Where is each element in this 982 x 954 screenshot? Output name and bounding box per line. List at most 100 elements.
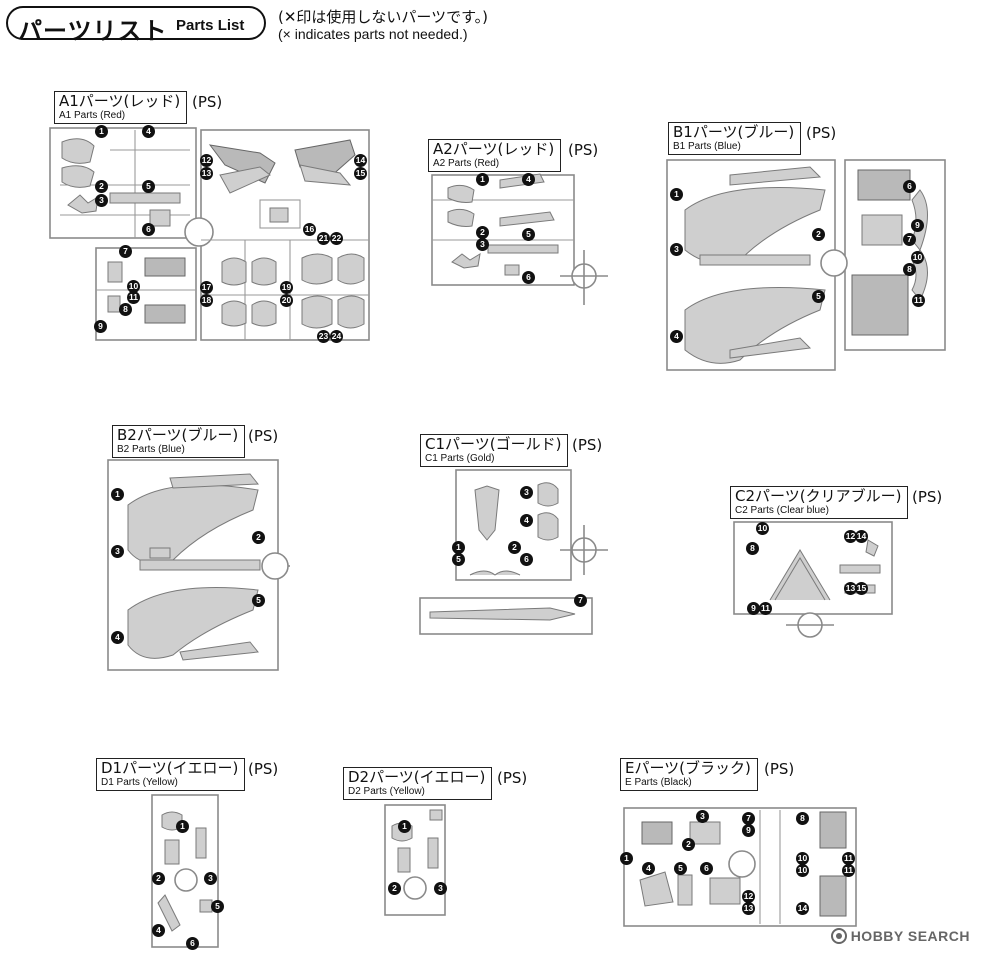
runner-b1-suffix: (PS) (806, 124, 837, 142)
part-number: 15 (354, 167, 367, 180)
part-number: 15 (855, 582, 868, 595)
part-number: 5 (252, 594, 265, 607)
part-number: 10 (127, 280, 140, 293)
part-number: 2 (508, 541, 521, 554)
part-number: 23 (317, 330, 330, 343)
part-number: 12 (742, 890, 755, 903)
part-number: 5 (211, 900, 224, 913)
part-number: 5 (812, 290, 825, 303)
part-number: 3 (204, 872, 217, 885)
part-number: 6 (903, 180, 916, 193)
runner-b2-label-jp: B2パーツ(ブルー) (117, 426, 239, 444)
part-number: 10 (796, 864, 809, 877)
part-number: 3 (696, 810, 709, 823)
runner-a1-label: A1パーツ(レッド) A1 Parts (Red) (54, 91, 188, 124)
runner-b2-suffix: (PS) (248, 427, 279, 445)
part-number: 4 (142, 125, 155, 138)
part-number: 1 (176, 820, 189, 833)
part-number: 1 (452, 541, 465, 554)
part-number: 3 (111, 545, 124, 558)
part-number: 11 (912, 294, 925, 307)
part-number: 4 (520, 514, 533, 527)
part-number: 13 (844, 582, 857, 595)
part-number: 1 (476, 173, 489, 186)
part-number: 11 (127, 291, 140, 304)
runner-d1-label: D1パーツ(イエロー) D1 Parts (Yellow) (96, 758, 246, 791)
part-number: 10 (911, 251, 924, 264)
runner-c2-suffix: (PS) (912, 488, 943, 506)
part-number: 8 (119, 303, 132, 316)
part-number: 9 (911, 219, 924, 232)
runner-b1-label: B1パーツ(ブルー) B1 Parts (Blue) (668, 122, 802, 155)
part-number: 24 (330, 330, 343, 343)
part-number: 4 (111, 631, 124, 644)
part-number: 8 (903, 263, 916, 276)
note-jp: (✕印は使用しないパーツです。) (278, 8, 488, 26)
part-number: 5 (142, 180, 155, 193)
runner-b2-label-en: B2 Parts (Blue) (117, 444, 185, 455)
hobbysearch-logo-icon (830, 928, 847, 944)
runner-c2-label: C2パーツ(クリアブルー) C2 Parts (Clear blue) (730, 486, 909, 519)
runner-d2-suffix: (PS) (497, 769, 528, 787)
part-number: 2 (388, 882, 401, 895)
part-number: 2 (152, 872, 165, 885)
runner-c1-suffix: (PS) (572, 436, 603, 454)
watermark: HOBBY SEARCH (830, 928, 970, 944)
part-number: 1 (95, 125, 108, 138)
part-number: 6 (520, 553, 533, 566)
runner-d1-suffix: (PS) (248, 760, 279, 778)
part-number: 2 (812, 228, 825, 241)
runner-a2-label-jp: A2パーツ(レッド) (433, 140, 555, 158)
part-number: 2 (252, 531, 265, 544)
part-number: 21 (317, 232, 330, 245)
part-number: 9 (747, 602, 760, 615)
runner-d2-label: D2パーツ(イエロー) D2 Parts (Yellow) (343, 767, 493, 800)
part-number: 6 (522, 271, 535, 284)
part-number: 3 (476, 238, 489, 251)
note-en: (× indicates parts not needed.) (278, 26, 468, 42)
runner-e-suffix: (PS) (764, 760, 795, 778)
runner-a2-suffix: (PS) (568, 141, 599, 159)
part-number: 14 (855, 530, 868, 543)
part-number: 1 (398, 820, 411, 833)
part-number: 4 (152, 924, 165, 937)
runner-a1-suffix: (PS) (192, 93, 223, 111)
part-number: 11 (842, 852, 855, 865)
runner-b1-label-jp: B1パーツ(ブルー) (673, 123, 795, 141)
part-number: 14 (354, 154, 367, 167)
part-number: 10 (796, 852, 809, 865)
part-number: 6 (186, 937, 199, 950)
part-number: 22 (330, 232, 343, 245)
part-number: 13 (200, 167, 213, 180)
runner-a2-label: A2パーツ(レッド) A2 Parts (Red) (428, 139, 562, 172)
part-number: 2 (95, 180, 108, 193)
runner-b1-label-en: B1 Parts (Blue) (673, 141, 741, 152)
part-number: 3 (95, 194, 108, 207)
runner-c1-label-jp: C1パーツ(ゴールド) (425, 435, 562, 453)
runner-a1-label-jp: A1パーツ(レッド) (59, 92, 181, 110)
part-number: 8 (746, 542, 759, 555)
part-number: 6 (700, 862, 713, 875)
part-number: 12 (844, 530, 857, 543)
part-number: 7 (742, 812, 755, 825)
part-number: 4 (670, 330, 683, 343)
part-number: 18 (200, 294, 213, 307)
runner-e-label: Eパーツ(ブラック) E Parts (Black) (620, 758, 758, 791)
runner-c2-label-en: C2 Parts (Clear blue) (735, 505, 829, 516)
part-number: 1 (670, 188, 683, 201)
part-number: 5 (452, 553, 465, 566)
part-number: 14 (796, 902, 809, 915)
part-number: 2 (476, 226, 489, 239)
part-number: 2 (682, 838, 695, 851)
runner-b2-label: B2パーツ(ブルー) B2 Parts (Blue) (112, 425, 246, 458)
part-number: 16 (303, 223, 316, 236)
part-number: 9 (94, 320, 107, 333)
runner-d1-label-jp: D1パーツ(イエロー) (101, 759, 239, 777)
part-number: 19 (280, 281, 293, 294)
title-jp: パーツリスト (18, 17, 168, 45)
part-number: 7 (903, 233, 916, 246)
